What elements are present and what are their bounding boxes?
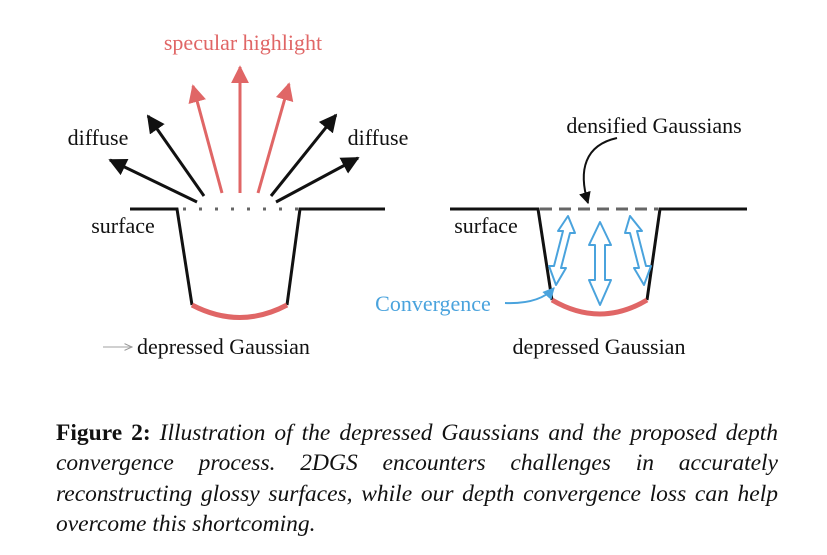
left-surface-label: surface xyxy=(91,213,155,238)
left-depressed-gaussian-label: depressed Gaussian xyxy=(137,334,310,359)
diffuse-arrow-right-1 xyxy=(269,113,338,197)
diffuse-arrow-left-1 xyxy=(146,114,206,197)
right-surface-outline xyxy=(450,207,554,301)
densified-gaussians-label: densified Gaussians xyxy=(566,113,741,138)
figure-illustration: specular highlight diffuse diffuse surfa… xyxy=(68,30,747,359)
right-surface-label: surface xyxy=(454,213,518,238)
left-depressed-gaussian-arc xyxy=(190,302,289,320)
diffuse-arrow-right-2 xyxy=(275,156,360,204)
right-depressed-gaussian-arc xyxy=(550,297,649,317)
right-surface-outline-right xyxy=(645,207,747,301)
densified-pointer-arrow xyxy=(579,137,618,205)
left-surface-outline xyxy=(130,207,194,306)
right-depressed-gaussian-label: depressed Gaussian xyxy=(513,334,686,359)
specular-arrow-left xyxy=(188,84,224,194)
diffuse-left-label: diffuse xyxy=(68,125,129,150)
convergence-arrow-left xyxy=(548,215,576,286)
convergence-label: Convergence xyxy=(375,291,491,316)
convergence-arrow-center xyxy=(588,221,612,306)
diffuse-right-label: diffuse xyxy=(348,125,409,150)
diffuse-arrow-left-2 xyxy=(108,158,198,204)
left-surface-outline-right xyxy=(285,207,385,306)
specular-highlight-label: specular highlight xyxy=(164,30,322,55)
left-panel: specular highlight diffuse diffuse surfa… xyxy=(68,30,409,359)
caption-label: Figure 2: xyxy=(56,419,151,446)
figure-caption: Figure 2: Illustration of the depressed … xyxy=(56,418,778,540)
caption-text: Illustration of the depressed Gaussians … xyxy=(56,419,779,538)
right-panel: densified Gaussians surface Convergence … xyxy=(375,113,747,359)
convergence-arrow-right xyxy=(624,215,652,286)
convergence-pointer-arrow xyxy=(504,287,555,305)
specular-arrow-right xyxy=(256,82,294,194)
